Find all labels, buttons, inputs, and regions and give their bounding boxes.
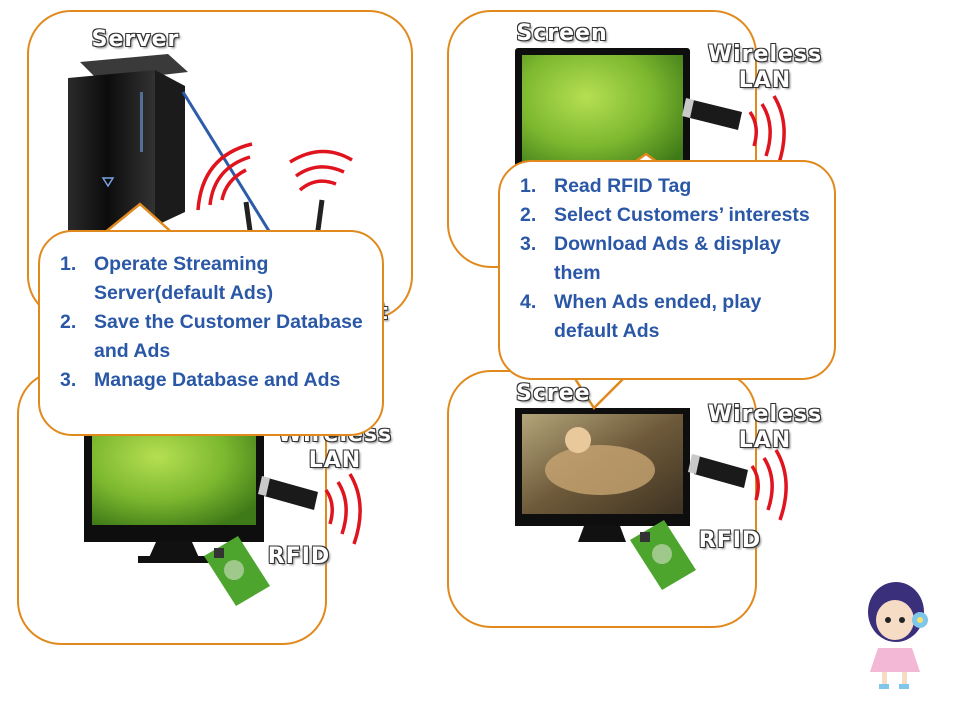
rfid-reader-left-icon xyxy=(204,536,270,606)
server-functions-list: 1.Operate Streaming Server(default Ads) … xyxy=(56,250,368,395)
server-tower-icon xyxy=(68,54,188,236)
usb-dongle-top-icon xyxy=(682,98,742,130)
server-functions-bubble: 1.Operate Streaming Server(default Ads) … xyxy=(38,230,384,436)
client-function-item: 4.When Ads ended, play default Ads xyxy=(520,291,762,342)
cartoon-girl-icon xyxy=(868,582,928,689)
monitor-top-icon xyxy=(515,48,690,188)
client-function-item: 3.Download Ads & display them xyxy=(520,233,781,284)
server-function-item: 1.Operate Streaming Server(default Ads) xyxy=(60,253,274,304)
label-rfid-right: RFID xyxy=(698,527,762,553)
label-wireless-lan-top: Wireless LAN xyxy=(707,41,823,93)
network-cable xyxy=(181,91,284,253)
rfid-reader-right-icon xyxy=(630,520,696,590)
client-functions-list: 1.Read RFID Tag 2.Select Customers’ inte… xyxy=(516,172,822,346)
client-functions-bubble: 1.Read RFID Tag 2.Select Customers’ inte… xyxy=(498,160,836,380)
wireless-signal-icon xyxy=(196,142,353,211)
server-function-item: 2.Save the Customer Database and Ads xyxy=(60,311,363,362)
monitor-left-icon xyxy=(84,420,264,563)
label-wireless-lan-bottom-right: Wireless LAN xyxy=(707,401,823,453)
usb-dongle-left-icon xyxy=(258,476,318,510)
server-function-item: 3.Manage Database and Ads xyxy=(60,369,341,391)
label-screen-bottom: Scree xyxy=(515,380,591,406)
client-function-item: 2.Select Customers’ interests xyxy=(520,204,810,226)
label-rfid-left: RFID xyxy=(267,543,331,569)
usb-dongle-bottom-right-icon xyxy=(688,454,748,488)
label-screen-top: Screen xyxy=(516,20,608,46)
wireless-signal-top-icon xyxy=(748,95,786,167)
label-server: Server xyxy=(91,26,180,52)
monitor-bottom-right-icon xyxy=(515,408,690,542)
wireless-signal-left-icon xyxy=(324,473,362,545)
wireless-signal-bottom-right-icon xyxy=(750,449,788,521)
client-function-item: 1.Read RFID Tag xyxy=(520,175,692,197)
